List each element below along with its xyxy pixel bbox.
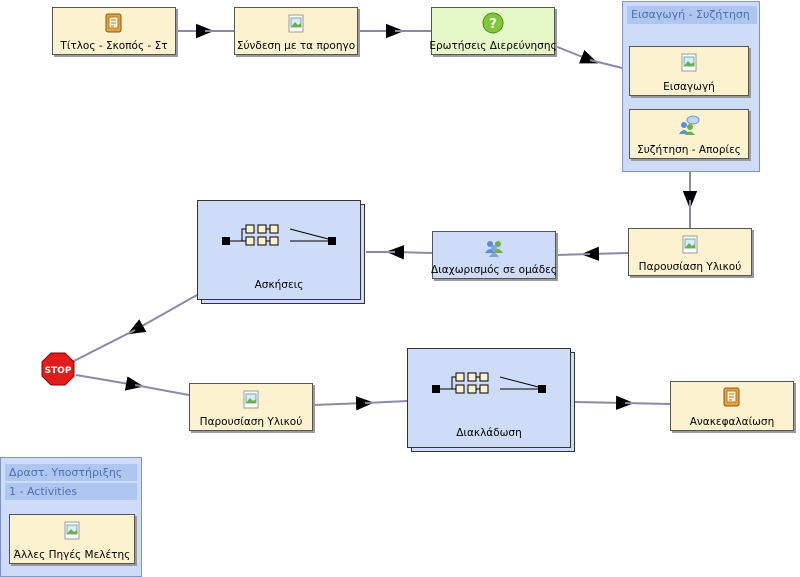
group-support[interactable]: Δραστ. Υποστήριξης 1 - Activities Άλλες … (0, 457, 142, 577)
edge-branch-recap (574, 395, 634, 411)
people-icon (485, 241, 503, 257)
activity-label: Τίτλος - Σκοπός - Στ (60, 40, 168, 52)
activity-groups[interactable]: Διαχωρισμός σε ομάδες (431, 231, 557, 279)
activity-label: Εισαγωγή (663, 81, 715, 93)
activity-title[interactable]: Τίτλος - Σκοπός - Στ (52, 7, 176, 55)
group-title: Δραστ. Υποστήριξης (5, 464, 137, 481)
activity-label: Παρουσίαση Υλικού (638, 261, 742, 273)
question-icon: ? (482, 12, 504, 34)
edge-material-branch (312, 396, 374, 411)
activity-material-2[interactable]: Παρουσίαση Υλικού (189, 383, 313, 431)
image-page-icon (288, 14, 304, 33)
branching-icon (432, 372, 547, 394)
activity-link[interactable]: Σύνδεση με τα προηγο (234, 7, 358, 55)
group-title: Εισαγωγή - Συζήτηση (627, 6, 757, 24)
edge-stop-material-2 (134, 384, 190, 396)
activity-label: Άλλες Πηγές Μελέτης (13, 549, 131, 561)
activity-label: Διαχωρισμός σε ομάδες (431, 264, 557, 276)
grouped-activity-exercises[interactable]: Ασκήσεις (197, 200, 365, 304)
image-page-icon (64, 521, 80, 540)
branching-icon (222, 224, 337, 246)
activity-recap[interactable]: Ανακεφαλαίωση (670, 381, 794, 431)
activity-sources[interactable]: Άλλες Πηγές Μελέτης (9, 514, 135, 564)
activity-label: Ανακεφαλαίωση (689, 416, 775, 428)
svg-text:?: ? (489, 17, 497, 32)
activity-questions[interactable]: ? Ερωτήσεις Διερεύνησης (429, 7, 557, 55)
image-page-icon (243, 390, 259, 409)
stop-sign[interactable]: STOP (41, 352, 75, 386)
chat-people-icon (679, 115, 700, 135)
activity-material-1[interactable]: Παρουσίαση Υλικού (628, 228, 752, 276)
edge-exercises-stop-2 (71, 329, 136, 363)
edge-branch-recap-2 (624, 402, 671, 405)
grouped-frame: Ασκήσεις (197, 200, 361, 300)
activity-discussion[interactable]: Συζήτηση - Απορίες (629, 109, 749, 159)
activity-intro[interactable]: Εισαγωγή (629, 46, 749, 96)
activity-label: Συζήτηση - Απορίες (637, 144, 741, 156)
group-intro-discussion[interactable]: Εισαγωγή - Συζήτηση Εισαγωγή Συζήτηση - … (622, 1, 760, 172)
notebook-icon (723, 387, 740, 407)
edge-questions-group-2 (589, 59, 623, 69)
grouped-activity-branching[interactable]: Διακλάδωση (407, 348, 575, 452)
edge-material-groups (581, 246, 629, 261)
image-page-icon (681, 53, 697, 72)
activity-label: Σύνδεση με τα προηγο (236, 40, 356, 52)
grouped-label: Ασκήσεις (254, 279, 304, 291)
activity-label: Παρουσίαση Υλικού (199, 416, 303, 428)
edge-material-groups-2 (556, 253, 591, 256)
edge-questions-group (554, 45, 599, 64)
edge-groups-exercises (386, 245, 433, 260)
grouped-frame: Διακλάδωση (407, 348, 571, 448)
stop-label: STOP (45, 366, 72, 376)
image-page-icon (682, 235, 698, 254)
notebook-icon (105, 13, 122, 33)
grouped-label: Διακλάδωση (456, 427, 522, 439)
activity-label: Ερωτήσεις Διερεύνησης (429, 40, 557, 52)
edge-material-branch-2 (364, 400, 409, 404)
group-subtitle: 1 - Activities (5, 483, 137, 500)
edge-exercises-stop (127, 294, 198, 335)
edge-stop-material (75, 374, 144, 391)
